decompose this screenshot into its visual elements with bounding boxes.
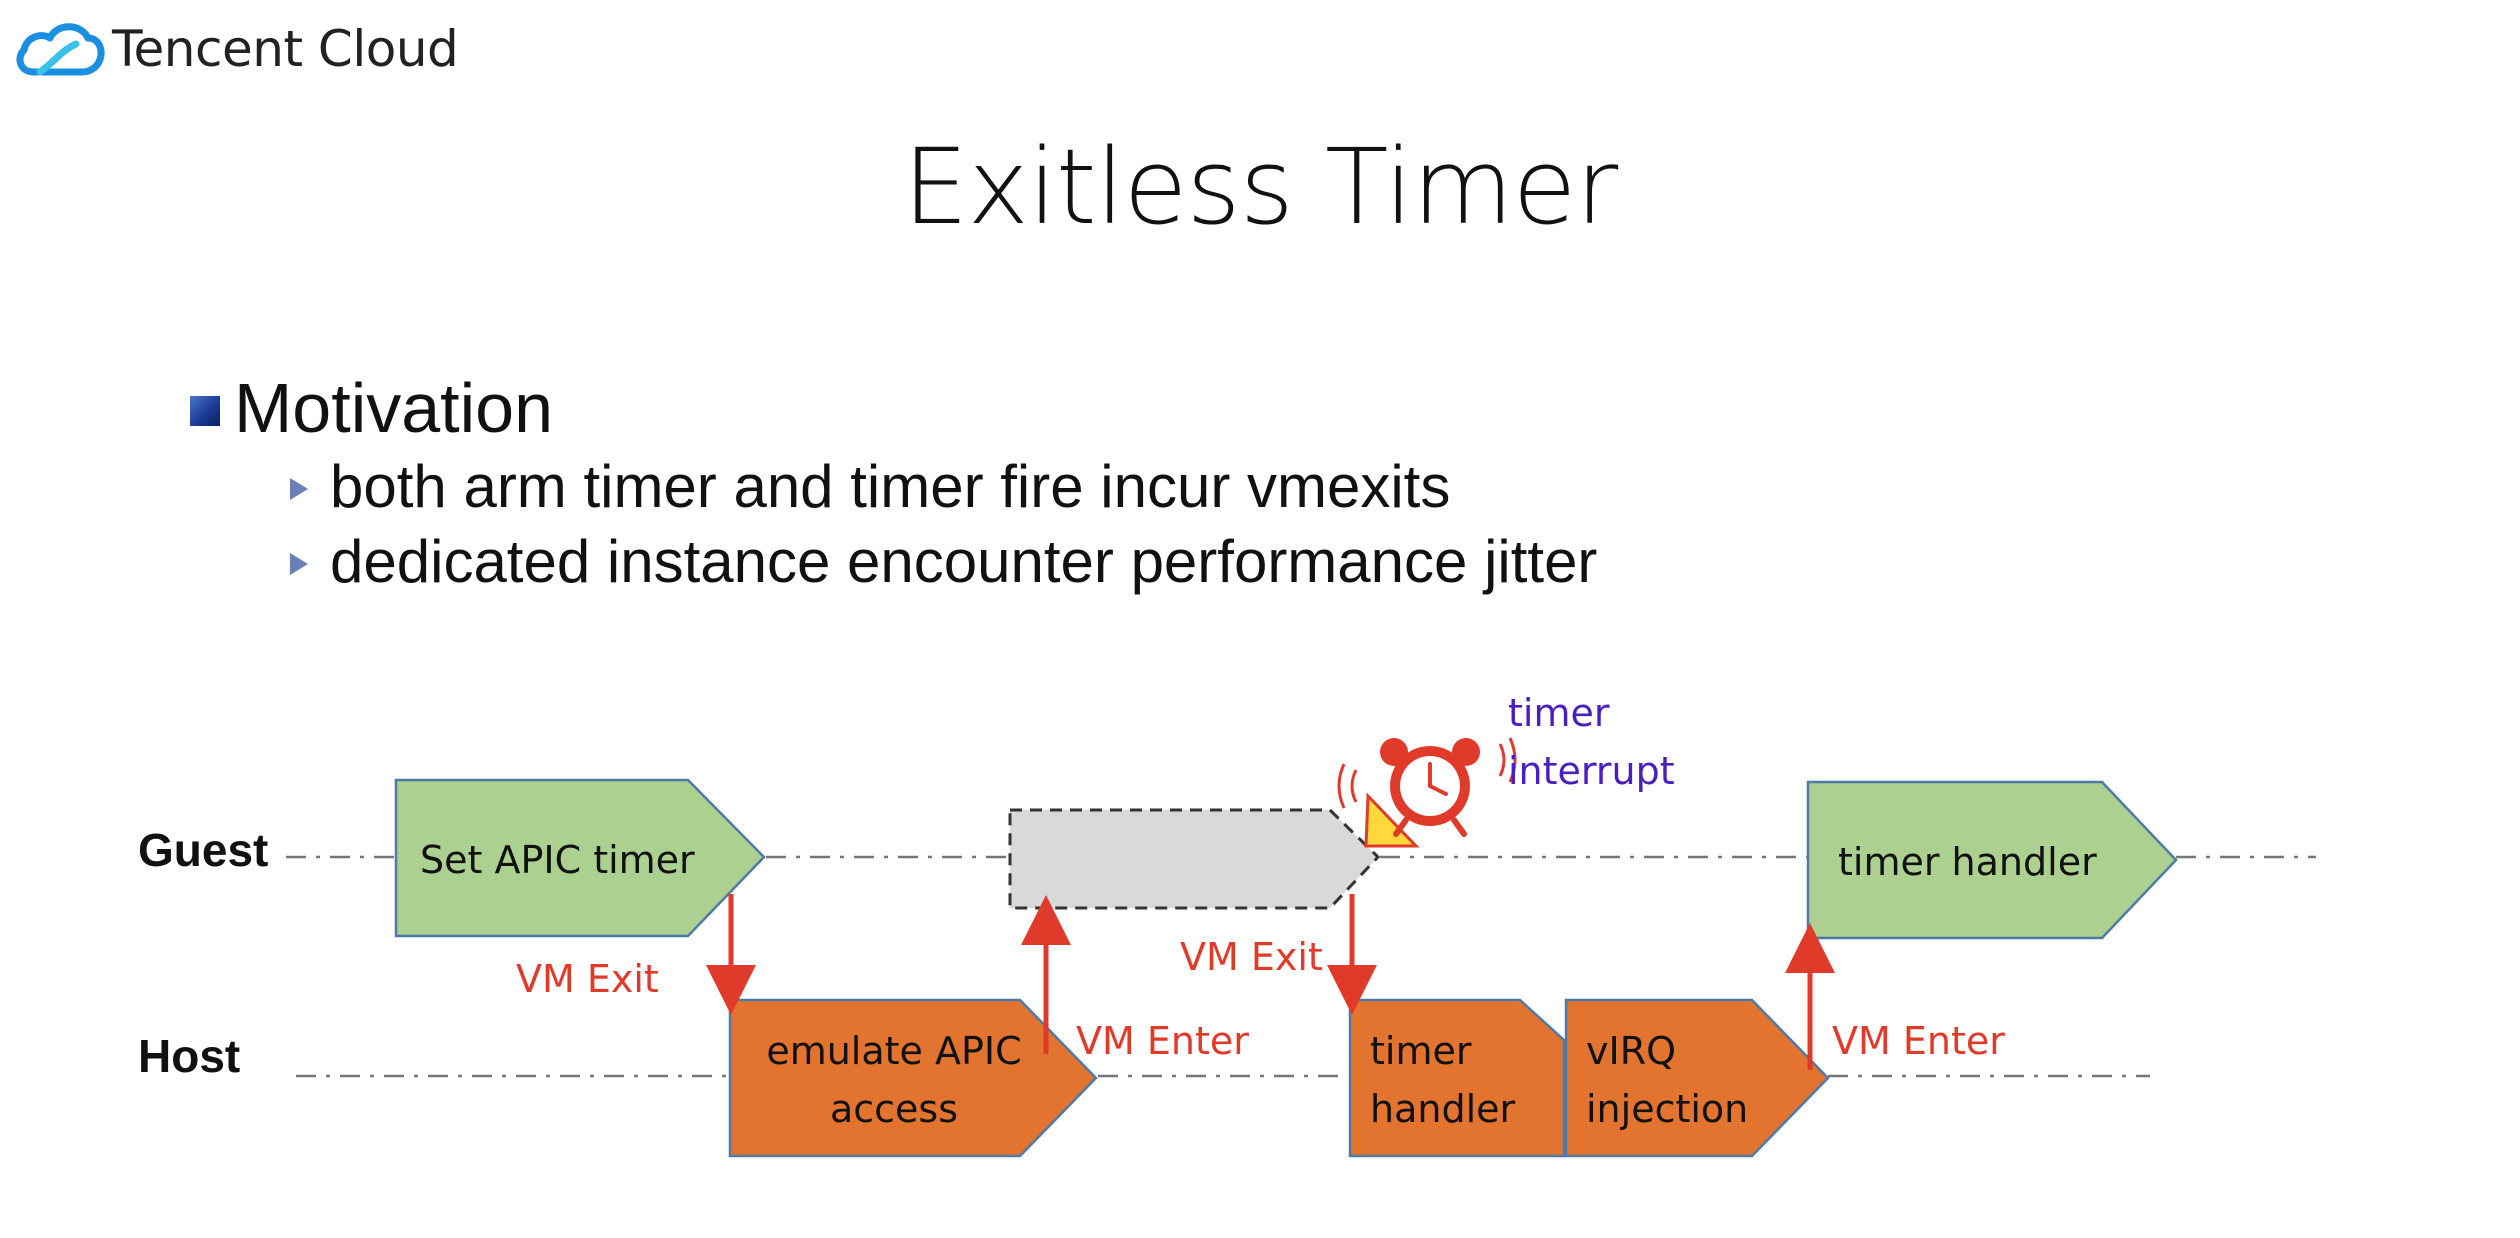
label-vm-exit-1: VM Exit xyxy=(516,957,659,1001)
host-box-timer-handler: timer handler xyxy=(1348,998,1566,1158)
label-vm-enter-1: VM Enter xyxy=(1076,1019,1249,1063)
sub-bullet-text: dedicated instance encounter performance… xyxy=(330,528,1598,595)
box-label: Set APIC timer xyxy=(420,838,695,882)
lane-label-guest: Guest xyxy=(138,824,268,876)
label-vm-enter-2: VM Enter xyxy=(1832,1019,2005,1063)
cloud-icon xyxy=(16,23,105,76)
sub-bullet-2: dedicated instance encounter performance… xyxy=(290,527,1597,596)
label-timer-interrupt-line1: timer xyxy=(1508,691,1610,735)
box-label-line1: vIRQ xyxy=(1586,1029,1676,1073)
arrow-bullet-icon xyxy=(290,477,308,500)
box-label: timer handler xyxy=(1838,840,2097,884)
host-box-virq-injection: vIRQ injection xyxy=(1564,998,1830,1158)
guest-box-idle xyxy=(1008,808,1381,910)
sub-bullet-1: both arm timer and timer fire incur vmex… xyxy=(290,452,1450,521)
lane-label-host: Host xyxy=(138,1030,240,1082)
box-label-line2: access xyxy=(830,1087,958,1131)
warning-triangle-icon xyxy=(1364,792,1420,848)
lane-lines xyxy=(286,855,2316,1078)
guest-box-set-apic-timer: Set APIC timer xyxy=(394,778,766,938)
square-bullet-icon xyxy=(190,396,220,426)
bullet-motivation: Motivation xyxy=(190,368,553,448)
bullet-text: Motivation xyxy=(234,369,554,447)
guest-box-timer-handler: timer handler xyxy=(1806,780,2178,940)
box-label-line1: timer xyxy=(1370,1029,1472,1073)
label-timer-interrupt-line2: interrupt xyxy=(1508,749,1675,793)
box-label-line2: handler xyxy=(1370,1087,1516,1131)
tencent-cloud-logo: Tencent Cloud xyxy=(12,14,459,84)
box-label-line2: injection xyxy=(1586,1087,1748,1131)
logo-text: Tencent Cloud xyxy=(112,20,459,78)
label-vm-exit-2: VM Exit xyxy=(1180,935,1323,979)
box-label-line1: emulate APIC xyxy=(766,1029,1021,1073)
host-box-emulate-apic-access: emulate APIC access xyxy=(728,998,1098,1158)
alarm-clock-icon xyxy=(1337,737,1517,837)
arrow-bullet-icon xyxy=(290,552,308,575)
sub-bullet-text: both arm timer and timer fire incur vmex… xyxy=(330,453,1451,520)
slide-title: Exitless Timer xyxy=(902,126,1619,248)
